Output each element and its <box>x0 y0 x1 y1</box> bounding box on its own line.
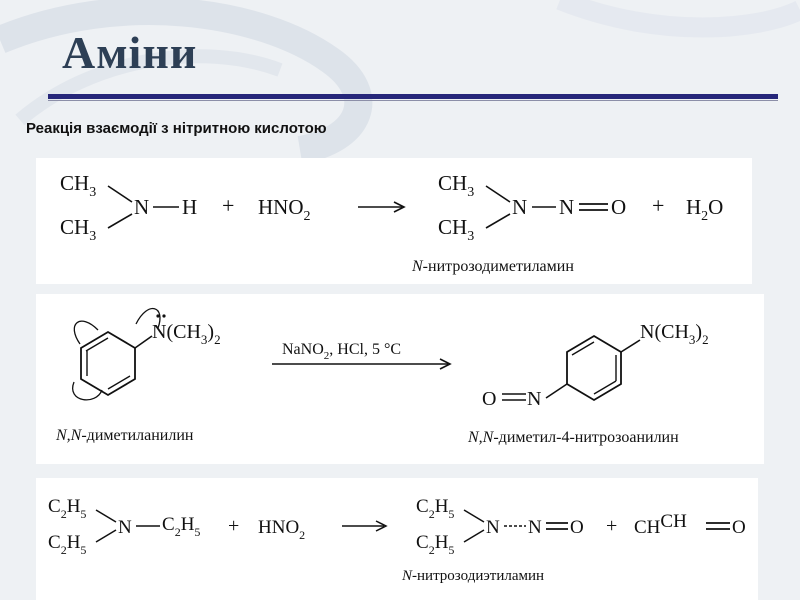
reaction-2-scheme: N(CH3)2 NaNO2, HCl, 5 °C N(CH3)2 N O N,N… <box>55 307 709 446</box>
nitrogen-atom: N <box>118 517 132 538</box>
ethyl-group: C2H5 <box>416 496 454 521</box>
ethyl-group: C2H5 <box>162 514 200 539</box>
product-name-2: N,N-диметил-4-нитрозоанилин <box>467 429 679 446</box>
nitrous-acid: HNO2 <box>258 517 305 542</box>
reaction-conditions: NaNO2, HCl, 5 °C <box>282 341 401 362</box>
title-rule <box>48 94 778 99</box>
nitroso-nitrogen: N <box>559 195 574 219</box>
oxygen-atom: O <box>611 195 626 219</box>
plus-sign: + <box>222 193 234 218</box>
nitroso-nitrogen: N <box>528 517 542 538</box>
slide-subtitle: Реакція взаємодії з нітритною кислотою <box>26 120 327 137</box>
ethyl-group: C2H5 <box>416 532 454 557</box>
acetaldehyde: CHCH <box>634 511 687 538</box>
ethyl-group: C2H5 <box>48 496 86 521</box>
title-rule-thin <box>48 100 778 101</box>
nitrogen-atom: N <box>134 195 149 219</box>
nitroso-nitrogen: N <box>527 388 541 410</box>
water: H2O <box>686 195 723 224</box>
product-name-3: N-нитрозодиэтиламин <box>401 568 544 584</box>
ethyl-group: C2H5 <box>48 532 86 557</box>
nitrous-acid: HNO2 <box>258 195 311 224</box>
methyl-group: CH3 <box>60 171 96 200</box>
nitrogen-atom: N <box>486 517 500 538</box>
plus-sign: + <box>606 515 617 537</box>
reaction-1-panel: CH3 CH3 N H + HNO2 CH3 CH3 N N O + H2O N… <box>36 158 752 284</box>
dimethylamino-group: N(CH3)2 <box>640 321 709 347</box>
methyl-group: CH3 <box>438 215 474 244</box>
methyl-group: CH3 <box>60 215 96 244</box>
dimethylamino-group: N(CH3)2 <box>152 321 221 347</box>
oxygen-atom: O <box>482 388 496 410</box>
hydrogen-atom: H <box>182 195 197 219</box>
plus-sign: + <box>652 193 664 218</box>
reactant-name: N,N-диметиланилин <box>55 427 194 444</box>
reaction-2-panel: N(CH3)2 NaNO2, HCl, 5 °C N(CH3)2 N O N,N… <box>36 294 764 464</box>
oxygen-atom: O <box>732 517 746 538</box>
product-name-1: N-нитрозодиметиламин <box>411 258 574 275</box>
slide-title: Аміни <box>62 27 198 78</box>
reaction-3-panel: C2H5 C2H5 N C2H5 + HNO2 C2H5 C2H5 N N O … <box>36 478 758 600</box>
reaction-3-scheme: C2H5 C2H5 N C2H5 + HNO2 C2H5 C2H5 N N O … <box>48 496 746 584</box>
methyl-group: CH3 <box>438 171 474 200</box>
oxygen-atom: O <box>570 517 584 538</box>
nitrogen-atom: N <box>512 195 527 219</box>
reaction-1-scheme: CH3 CH3 N H + HNO2 CH3 CH3 N N O + H2O N… <box>60 171 723 275</box>
plus-sign: + <box>228 515 239 537</box>
